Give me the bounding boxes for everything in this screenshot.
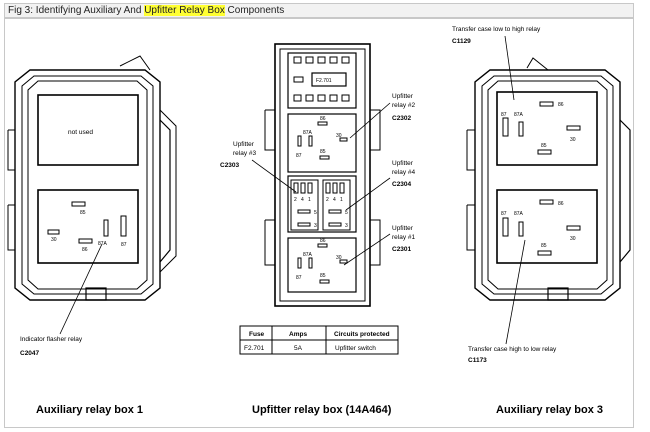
upper-pin-87: 87: [501, 112, 507, 118]
relay2-label-2: relay #2: [392, 102, 416, 109]
table-header-fuse: Fuse: [249, 331, 265, 338]
high-to-low-relay-socket: [496, 189, 598, 264]
relay2-label-1: Upfitter: [392, 93, 414, 100]
figure-frame: [4, 18, 634, 428]
relay1-label-1: Upfitter: [392, 225, 414, 232]
relay4-digit-4: 4: [333, 197, 336, 203]
lower-pin-87: 87: [501, 211, 507, 217]
relay-1-socket: [287, 237, 357, 293]
relay2-pin-86: 86: [320, 116, 326, 122]
relay4-digit-5: 5: [345, 210, 348, 216]
upfitter-relay-box: F2.701 86 87A 30 87 85 2 4 1 5 3 2 4 1 5…: [220, 43, 416, 416]
relay-4-socket: [322, 179, 351, 231]
relay3-digit-5: 5: [314, 210, 317, 216]
lower-pin-86: 86: [558, 201, 564, 207]
relay3-digit-4: 4: [301, 197, 304, 203]
box3-title: Auxiliary relay box 3: [496, 404, 603, 416]
relay4-code: C2304: [392, 181, 412, 188]
caption-prefix: Fig 3: Identifying Auxiliary And: [8, 5, 145, 16]
low-to-high-label: Transfer case low to high relay: [452, 26, 541, 33]
aux-relay-box-3: 86 87 87A 30 85 86 87 87A 30 85 Transfer…: [452, 26, 631, 416]
relay2-code: C2302: [392, 115, 412, 122]
pin-86-label: 86: [82, 247, 88, 253]
table-cell-amps: 5A: [294, 345, 303, 352]
aux-relay-box-1: not used 85 30 86 87A 87 Indicator flash…: [7, 55, 177, 416]
pin-87a-slot: [103, 219, 109, 237]
lower-pin-85: 85: [541, 243, 547, 249]
low-to-high-relay-socket: [496, 91, 598, 166]
pin-30-label: 30: [51, 237, 57, 243]
relay3-code: C2303: [220, 162, 240, 169]
caption-suffix: Components: [224, 5, 285, 16]
table-header-amps: Amps: [289, 331, 307, 338]
box1-title: Auxiliary relay box 1: [36, 404, 143, 416]
indicator-flasher-leader: [59, 243, 103, 335]
indicator-flasher-label: Indicator flasher relay: [20, 336, 83, 343]
fuse-f2701-label: F2.701: [316, 78, 332, 84]
relay1-pin-87a: 87A: [303, 252, 313, 258]
pin-87a-label: 87A: [98, 241, 108, 247]
caption-highlight: Upfitter Relay Box: [144, 5, 225, 16]
table-cell-circuits: Upfitter switch: [335, 345, 376, 352]
relay-3-socket: [290, 179, 319, 231]
pin-87-slot: [120, 215, 127, 237]
high-to-low-label: Transfer case high to low relay: [468, 346, 557, 353]
relay2-pin-85: 85: [320, 149, 326, 155]
relay4-digit-1: 1: [340, 197, 343, 203]
relay4-label-2: relay #4: [392, 169, 416, 176]
relay4-digit-2: 2: [326, 197, 329, 203]
lower-pin-30: 30: [570, 236, 576, 242]
relay4-label-1: Upfitter: [392, 160, 414, 167]
pin-85-slot: [71, 201, 86, 207]
upper-pin-30: 30: [570, 137, 576, 143]
pin-85-label: 85: [80, 210, 86, 216]
high-to-low-code: C1173: [468, 357, 487, 364]
table-header-circuits: Circuits protected: [334, 331, 390, 338]
relay2-pin-30: 30: [336, 133, 342, 139]
relay3-digit-1: 1: [308, 197, 311, 203]
relay2-pin-87: 87: [296, 153, 302, 159]
fuse-table: Fuse Amps Circuits protected F2.701 5A U…: [239, 325, 399, 355]
relay3-digit-3: 3: [314, 223, 317, 229]
relay4-digit-3: 3: [345, 223, 348, 229]
relay1-label-2: relay #1: [392, 234, 416, 241]
relay1-pin-87: 87: [296, 275, 302, 281]
pin-86-slot: [78, 238, 93, 244]
relay1-pin-86: 86: [320, 238, 326, 244]
table-cell-fuse: F2.701: [244, 345, 265, 352]
not-used-label: not used: [68, 129, 93, 136]
indicator-flasher-code: C2047: [20, 350, 40, 357]
upper-pin-87a: 87A: [514, 112, 524, 118]
pin-87-label: 87: [121, 242, 127, 248]
relay2-pin-87a: 87A: [303, 130, 313, 136]
fuse-f2701: [311, 72, 347, 87]
relay1-pin-30: 30: [336, 255, 342, 261]
relay3-digit-2: 2: [294, 197, 297, 203]
upper-pin-85: 85: [541, 143, 547, 149]
relay1-pin-85: 85: [320, 273, 326, 279]
lower-pin-87a: 87A: [514, 211, 524, 217]
relay1-code: C2301: [392, 246, 412, 253]
figure-caption: Fig 3: Identifying Auxiliary And Upfitte…: [4, 3, 634, 18]
upper-pin-86: 86: [558, 102, 564, 108]
relay-2-socket: [287, 113, 357, 173]
relay3-label-2: relay #3: [233, 150, 257, 157]
pin-30-slot: [47, 229, 60, 235]
low-to-high-code: C1129: [452, 38, 471, 45]
relay3-label-1: Upfitter: [233, 141, 255, 148]
box2-title: Upfitter relay box (14A464): [252, 404, 392, 416]
